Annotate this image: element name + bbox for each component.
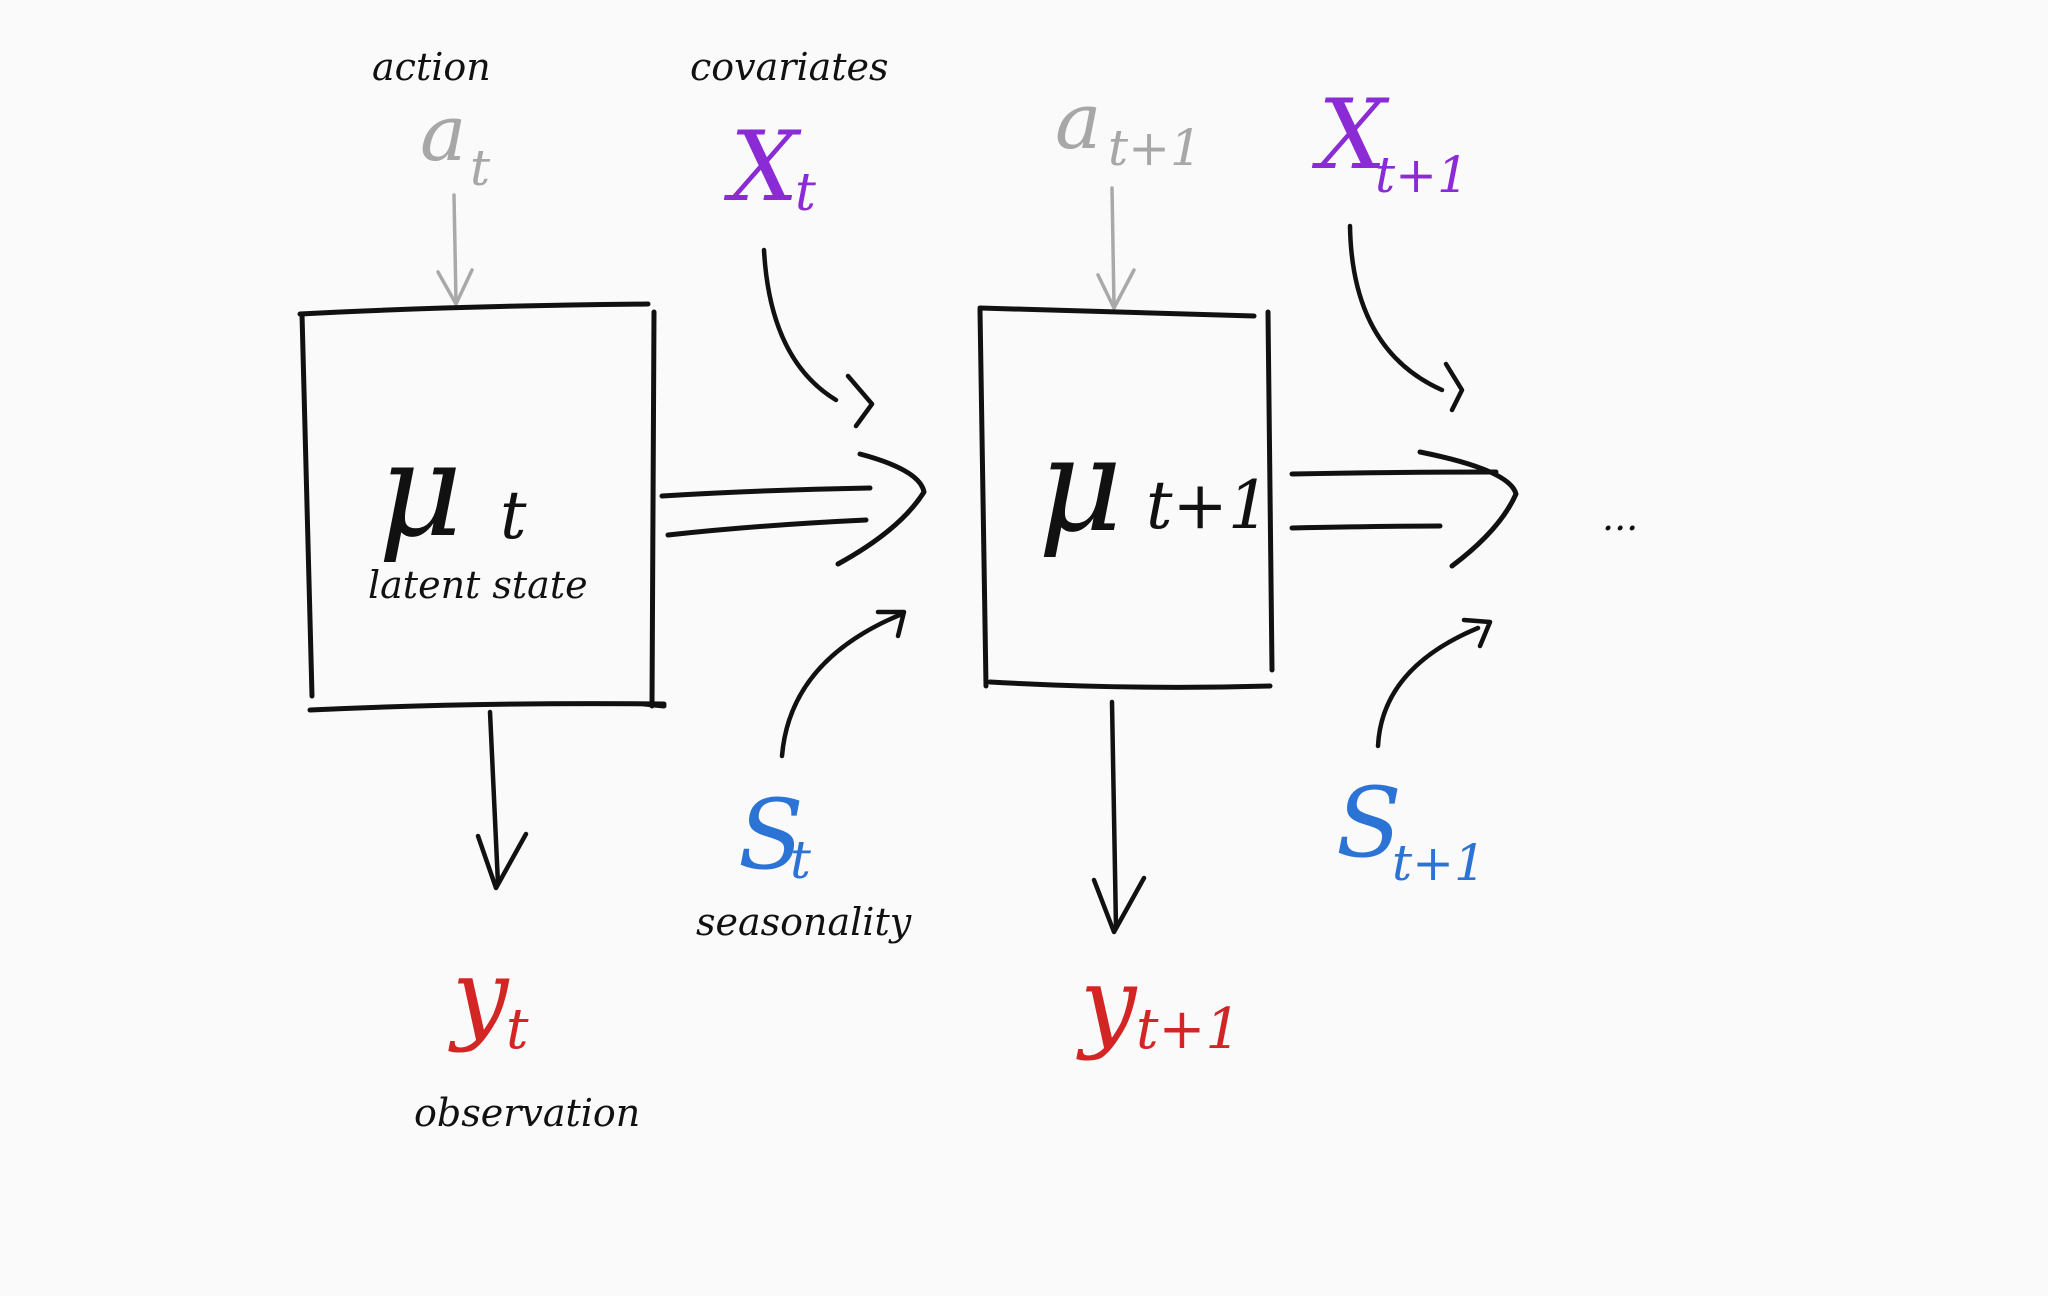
svg-text:t+1: t+1 (1392, 834, 1486, 892)
svg-text:S: S (738, 779, 804, 891)
action-t-symbol: a t (420, 89, 491, 197)
svg-text:t: t (500, 477, 527, 554)
svg-text:S: S (1336, 767, 1402, 879)
observation-t1-symbol: y t+1 (1076, 945, 1241, 1062)
observation-t-arrow (475, 709, 529, 891)
svg-text:t+1: t+1 (1146, 467, 1270, 544)
observation-t1-arrow (1091, 699, 1147, 935)
observation-t-symbol: y t (448, 937, 529, 1062)
seasonality-t1-symbol: S t+1 (1336, 767, 1486, 892)
action-t-arrow (436, 193, 474, 306)
latent-state-label: latent state (368, 563, 588, 607)
action-label: action (372, 45, 491, 89)
transition-arrow-t1 (1289, 449, 1519, 569)
svg-text:y: y (1076, 945, 1138, 1062)
svg-text:X: X (1311, 79, 1390, 191)
observation-label: observation (414, 1091, 640, 1135)
ellipsis: ... (1602, 495, 1638, 539)
seasonality-label: seasonality (696, 900, 912, 944)
svg-text:t: t (506, 997, 529, 1062)
svg-text:μ: μ (378, 414, 463, 566)
covariate-t-arrow (761, 247, 875, 429)
seasonality-t-arrow (779, 609, 907, 759)
latent-state-t-symbol: μ t (378, 414, 527, 566)
svg-text:t+1: t+1 (1375, 146, 1469, 204)
svg-text:a: a (420, 89, 467, 179)
covariates-label: covariates (690, 45, 889, 89)
svg-text:t+1: t+1 (1108, 119, 1202, 177)
svg-text:t: t (790, 831, 811, 891)
seasonality-t1-arrow (1375, 617, 1493, 749)
svg-text:y: y (448, 937, 510, 1054)
covariate-t1-symbol: X t+1 (1311, 79, 1469, 204)
svg-text:μ: μ (1038, 409, 1123, 561)
transition-arrow-t (659, 451, 927, 567)
action-t1-symbol: a t+1 (1055, 77, 1202, 177)
latent-state-t-box (297, 301, 667, 713)
seasonality-t-symbol: S t (738, 779, 811, 891)
action-t1-arrow (1096, 186, 1136, 310)
svg-text:X: X (723, 111, 802, 223)
covariate-t-symbol: X t (723, 111, 816, 223)
svg-text:t: t (470, 139, 491, 197)
covariate-t1-arrow (1347, 223, 1465, 413)
svg-text:t: t (795, 163, 816, 223)
latent-state-t1-box (977, 305, 1275, 690)
latent-state-t1-symbol: μ t+1 (1038, 409, 1270, 561)
svg-text:t+1: t+1 (1136, 997, 1241, 1062)
svg-text:a: a (1055, 77, 1102, 167)
